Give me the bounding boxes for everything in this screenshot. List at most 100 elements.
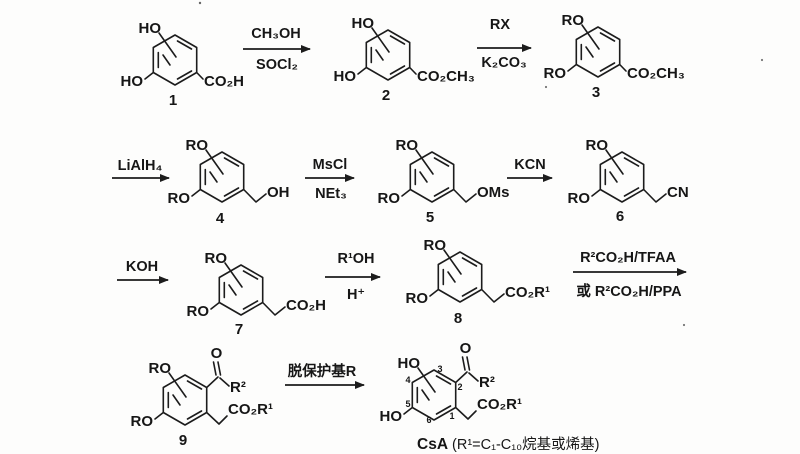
compound-number: 4 xyxy=(216,210,225,227)
chain-group: OMs xyxy=(477,184,510,201)
benzene-ring xyxy=(144,32,198,86)
benzene-ring xyxy=(591,149,645,203)
scan-speck xyxy=(198,1,202,5)
compound-number: 7 xyxy=(235,321,243,338)
scan-speck xyxy=(760,58,764,62)
compound-2: HO HO CO₂CH₃ 2 xyxy=(334,15,475,104)
substituent-top: RO xyxy=(586,137,609,154)
csa-caption-detail: (R¹=C₁-C₁₀烷基或烯基) xyxy=(452,436,600,453)
ring-position-5: 5 xyxy=(405,399,410,409)
ring-position-4: 4 xyxy=(405,375,410,385)
scan-speck xyxy=(682,323,686,327)
ring-position-6: 6 xyxy=(426,415,431,425)
benzene-ring xyxy=(357,27,411,81)
substituent-top: HO xyxy=(352,15,375,32)
bond-chain xyxy=(205,411,228,425)
reagent-below: K₂CO₃ xyxy=(481,55,526,71)
substituent-top: RO xyxy=(424,237,447,254)
reaction-arrow-3: LiAlH₄ xyxy=(112,158,170,182)
compound-number: 6 xyxy=(616,208,624,225)
bond-chain xyxy=(642,188,667,203)
ring-position-3: 3 xyxy=(437,364,442,374)
chain-group: CO₂R¹ xyxy=(228,401,273,418)
benzene-ring xyxy=(429,249,483,303)
substituent-left: RO xyxy=(131,413,154,430)
substituent-top: RO xyxy=(149,360,172,377)
bond xyxy=(618,63,627,72)
csa-caption-name: CsA xyxy=(417,436,448,453)
bond-chain xyxy=(242,188,267,203)
substituent-top: RO xyxy=(396,137,419,154)
compound-1: HO HO CO₂H 1 xyxy=(121,20,245,109)
substituent-top: HO xyxy=(398,355,421,372)
substituent-right: CO₂H xyxy=(204,73,244,90)
substituent-right: CO₂CH₃ xyxy=(417,68,475,85)
reagent-below: H⁺ xyxy=(347,287,365,303)
benzene-ring xyxy=(401,149,455,203)
substituent-left: RO xyxy=(168,190,191,207)
reaction-arrow-8: R²CO₂H/TFAA 或 R²CO₂H/PPA xyxy=(573,250,687,300)
compound-number: 5 xyxy=(426,209,434,226)
reagent-below: SOCl₂ xyxy=(256,57,298,73)
bond-carbonyl-double xyxy=(212,361,217,376)
compound-number: 2 xyxy=(382,87,390,104)
compound-number: 8 xyxy=(454,310,462,327)
compound-csa: HO HO O R² CO₂R¹ 3 4 2 5 6 1 xyxy=(380,340,523,425)
reagent-above: R¹OH xyxy=(337,251,374,267)
bond xyxy=(195,71,204,80)
carbonyl-oxygen: O xyxy=(460,340,472,357)
substituent-left: RO xyxy=(406,290,429,307)
substituent-top: RO xyxy=(186,137,209,154)
benzene-ring xyxy=(191,149,245,203)
substituent-left: RO xyxy=(378,190,401,207)
compound-6: RO RO CN 6 xyxy=(568,137,689,225)
compound-7: RO RO CO₂H 7 xyxy=(187,250,327,338)
bond xyxy=(408,66,417,75)
chain-group: OH xyxy=(267,184,290,201)
reaction-arrow-4: MsCl NEt₃ xyxy=(305,157,355,202)
compound-4: RO RO OH 4 xyxy=(168,137,290,227)
compound-8: RO RO CO₂R¹ 8 xyxy=(406,237,551,327)
chain-group: CN xyxy=(667,184,689,201)
substituent-top: RO xyxy=(562,12,585,29)
bond-ketone xyxy=(205,376,219,389)
compound-number: 9 xyxy=(179,432,187,449)
compound-number: 1 xyxy=(169,92,177,109)
benzene-ring xyxy=(403,367,457,421)
compound-number: 3 xyxy=(592,84,600,101)
bond-chain xyxy=(452,188,477,203)
ring-position-1: 1 xyxy=(449,411,454,421)
reaction-arrow-9: 脱保护基R xyxy=(285,362,365,389)
compound-3: RO RO CO₂CH₃ 3 xyxy=(544,12,685,101)
reaction-arrow-7: R¹OH H⁺ xyxy=(325,251,381,303)
substituent-top: RO xyxy=(205,250,228,267)
reagent-above: RX xyxy=(490,17,510,33)
benzene-ring xyxy=(210,262,264,316)
reaction-arrow-6: KOH xyxy=(117,259,169,284)
bond xyxy=(468,372,479,382)
bond-chain xyxy=(261,301,286,316)
reagent-above: 脱保护基R xyxy=(288,362,357,380)
substituent-left: HO xyxy=(334,68,357,85)
csa-caption: CsA(R¹=C₁-C₁₀烷基或烯基) xyxy=(417,436,600,453)
bond-chain xyxy=(480,288,505,303)
reaction-arrow-5: KCN xyxy=(507,157,553,182)
chain-group: CO₂H xyxy=(286,297,326,314)
reaction-arrow-1: CH₃OH SOCl₂ xyxy=(243,26,311,73)
carbonyl-oxygen: O xyxy=(211,345,223,362)
bond-chain xyxy=(454,406,477,420)
substituent-left: RO xyxy=(544,65,567,82)
substituent-left: HO xyxy=(380,408,403,425)
reagent-below: 或 R²CO₂H/PPA xyxy=(576,282,682,300)
compound-5: RO RO OMs 5 xyxy=(378,137,510,226)
substituent-top: HO xyxy=(139,20,162,37)
substituent-left: RO xyxy=(568,190,591,207)
chain-group: CO₂R¹ xyxy=(477,396,522,413)
bond-carbonyl-double xyxy=(217,361,222,376)
substituent-left: HO xyxy=(121,73,144,90)
scan-speck xyxy=(544,85,548,89)
reagent-above: KCN xyxy=(514,157,545,173)
bond-ketone xyxy=(454,371,468,384)
